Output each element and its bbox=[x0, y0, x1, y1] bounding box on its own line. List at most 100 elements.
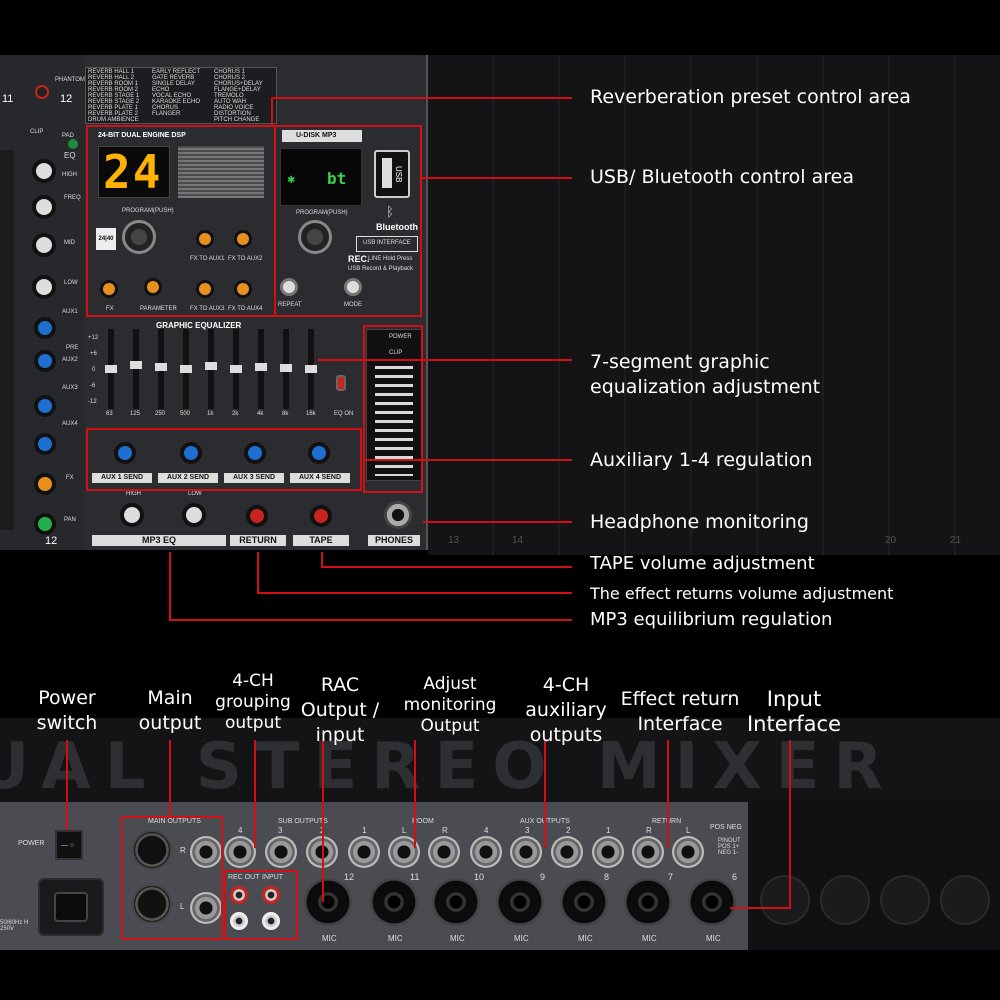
eq-freq-label: 8k bbox=[282, 411, 289, 417]
rca-in-l-rca[interactable] bbox=[262, 912, 280, 930]
eq-knob-high[interactable] bbox=[32, 159, 56, 183]
eq-slider-2k[interactable] bbox=[230, 329, 242, 409]
aux3-knob[interactable] bbox=[34, 395, 56, 417]
label-effect-return: Effect return Interface bbox=[615, 687, 745, 737]
input-combo-10[interactable] bbox=[432, 878, 480, 926]
input-combo-8[interactable] bbox=[560, 878, 608, 926]
input-combo-6[interactable] bbox=[688, 878, 736, 926]
gain-knob[interactable] bbox=[35, 85, 49, 99]
bg-channel-14: 14 bbox=[512, 535, 524, 546]
eq-slider-cap[interactable] bbox=[255, 363, 267, 371]
eq-on-button[interactable] bbox=[336, 375, 346, 391]
input-combo-11[interactable] bbox=[370, 878, 418, 926]
eq-knob-low[interactable] bbox=[32, 275, 56, 299]
eq-slider-cap[interactable] bbox=[305, 365, 317, 373]
fx-to-aux4-label: FX TO AUX4 bbox=[228, 306, 263, 312]
voltage-label: 50/60Hz H 250V bbox=[0, 920, 29, 932]
preset-item: CHORUS bbox=[152, 105, 179, 111]
bt-indicator-icon: ✱ bbox=[287, 175, 296, 186]
eq-slider-250[interactable] bbox=[155, 329, 167, 409]
fx-to-aux2-knob[interactable] bbox=[234, 230, 252, 248]
eq-slider-cap[interactable] bbox=[280, 364, 292, 372]
aux3-label: AUX3 bbox=[62, 385, 78, 391]
aux-out-4[interactable] bbox=[470, 836, 502, 868]
mp3-program-knob[interactable] bbox=[298, 220, 332, 254]
dsp-program-knob[interactable] bbox=[122, 220, 156, 254]
room-out-r[interactable] bbox=[428, 836, 460, 868]
input-combo-9[interactable] bbox=[496, 878, 544, 926]
eq-slider-500[interactable] bbox=[180, 329, 192, 409]
repeat-button[interactable] bbox=[280, 278, 298, 296]
shadow-input-1 bbox=[760, 875, 810, 925]
input-combo-12[interactable] bbox=[304, 878, 352, 926]
fx-to-aux3-knob[interactable] bbox=[196, 280, 214, 298]
main-out-jack-l[interactable] bbox=[190, 892, 222, 924]
power-switch-rocker[interactable]: — ○ bbox=[61, 842, 75, 849]
sub-out-4[interactable] bbox=[224, 836, 256, 868]
return-tag: RETURN bbox=[230, 535, 286, 546]
rec-out-l-rca[interactable] bbox=[230, 912, 248, 930]
aux3-send-knob[interactable] bbox=[244, 442, 266, 464]
preset-item: REVERB PLATE 2 bbox=[88, 111, 138, 117]
return-l-label: L bbox=[686, 826, 691, 835]
aux4-knob[interactable] bbox=[34, 433, 56, 455]
eq-slider-cap[interactable] bbox=[105, 365, 117, 373]
aux2-knob[interactable] bbox=[34, 350, 56, 372]
mode-button[interactable] bbox=[344, 278, 362, 296]
tape-knob[interactable] bbox=[310, 505, 332, 527]
eq-slider-63[interactable] bbox=[105, 329, 117, 409]
eq-slider-8k[interactable] bbox=[280, 329, 292, 409]
sub-outputs-label: SUB OUTPUTS bbox=[278, 818, 328, 825]
rca-in-r-rca[interactable] bbox=[262, 886, 280, 904]
mp3-eq-high-knob[interactable] bbox=[120, 503, 144, 527]
shadow-input-4 bbox=[940, 875, 990, 925]
aux-out-3[interactable] bbox=[510, 836, 542, 868]
bg-channel-21: 21 bbox=[950, 535, 962, 546]
parameter-knob[interactable] bbox=[144, 278, 162, 296]
eq-slider-1k[interactable] bbox=[205, 329, 217, 409]
aux-out-2[interactable] bbox=[551, 836, 583, 868]
return-knob[interactable] bbox=[246, 505, 268, 527]
power-inlet[interactable] bbox=[38, 878, 104, 936]
eq-slider-16k[interactable] bbox=[305, 329, 317, 409]
input-combo-7[interactable] bbox=[624, 878, 672, 926]
aux1-send-knob[interactable] bbox=[114, 442, 136, 464]
preset-item: FLANGE+DELAY bbox=[214, 87, 261, 93]
eq-slider-cap[interactable] bbox=[130, 361, 142, 369]
fx-knob[interactable] bbox=[34, 473, 56, 495]
aux2-send-tag: AUX 2 SEND bbox=[158, 473, 218, 483]
fx-to-aux1-knob[interactable] bbox=[196, 230, 214, 248]
eq-slider-cap[interactable] bbox=[155, 363, 167, 371]
return-in-r[interactable] bbox=[632, 836, 664, 868]
eq-slider-cap[interactable] bbox=[205, 362, 217, 370]
aux2-send-knob[interactable] bbox=[180, 442, 202, 464]
main-out-xlr-r[interactable] bbox=[132, 830, 172, 870]
return-in-l[interactable] bbox=[672, 836, 704, 868]
aux4-send-knob[interactable] bbox=[308, 442, 330, 464]
aux-out-1[interactable] bbox=[592, 836, 624, 868]
fx-knob-main[interactable] bbox=[100, 280, 118, 298]
sub-out-1[interactable] bbox=[348, 836, 380, 868]
usb-port[interactable]: USB bbox=[374, 150, 410, 198]
main-out-xlr-l[interactable] bbox=[132, 884, 172, 924]
power-switch[interactable]: — ○ bbox=[55, 830, 83, 860]
eq-slider-4k[interactable] bbox=[255, 329, 267, 409]
main-outputs-label: MAIN OUTPUTS bbox=[148, 818, 201, 825]
main-out-jack-r[interactable] bbox=[190, 836, 222, 868]
eq-freq-label: 1k bbox=[207, 411, 214, 417]
fx-to-aux4-knob[interactable] bbox=[234, 280, 252, 298]
eq-slider-125[interactable] bbox=[130, 329, 142, 409]
preset-item: VOCAL ECHO bbox=[152, 93, 192, 99]
phones-jack[interactable] bbox=[384, 501, 412, 529]
eq-knob-freq[interactable] bbox=[32, 195, 56, 219]
rec-out-r-rca[interactable] bbox=[230, 886, 248, 904]
eq-slider-cap[interactable] bbox=[230, 365, 242, 373]
pan-knob[interactable] bbox=[34, 513, 56, 535]
bluetooth-label: Bluetooth bbox=[376, 222, 418, 232]
aux1-knob[interactable] bbox=[34, 317, 56, 339]
preset-item: REVERB STAGE 1 bbox=[88, 93, 140, 99]
mp3-eq-low-knob[interactable] bbox=[182, 503, 206, 527]
sub-out-3[interactable] bbox=[265, 836, 297, 868]
eq-knob-mid[interactable] bbox=[32, 233, 56, 257]
eq-slider-cap[interactable] bbox=[180, 365, 192, 373]
